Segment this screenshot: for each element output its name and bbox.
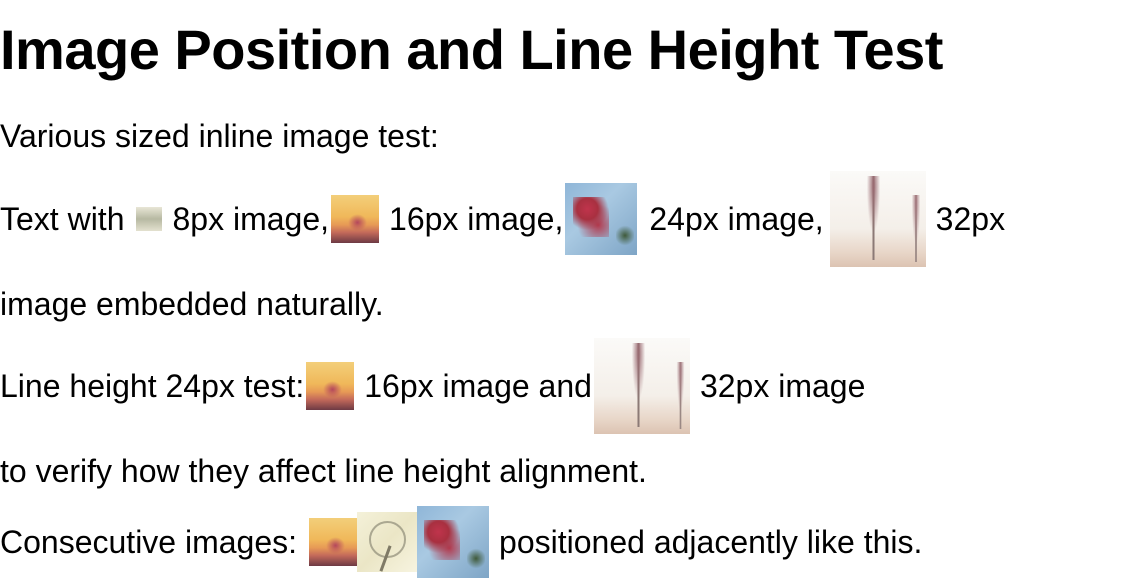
intro-text: Various sized inline image test: <box>0 117 439 154</box>
paragraph2-line1: Line height 24px test: 16px image and 32… <box>0 338 865 434</box>
p1-embedded-text: image embedded naturally. <box>0 285 384 322</box>
p1-8px-label: 8px image, <box>172 200 330 237</box>
palm-trees-image <box>829 171 926 267</box>
sunset-tree-image <box>306 362 355 410</box>
flower-sketch-image <box>357 512 418 572</box>
p2-line-height-label: Line height 24px test: <box>0 367 305 404</box>
p1-16px-label: 16px image, <box>389 200 564 237</box>
sunset-tree-image <box>331 195 380 243</box>
palm-trees-image <box>593 338 690 434</box>
p2-16px-label: 16px image and <box>364 367 592 404</box>
p2-32px-label: 32px image <box>699 367 866 404</box>
p1-24px-label: 24px image, <box>649 200 824 237</box>
paragraph3-line1: Consecutive images: positioned adjacentl… <box>0 506 922 578</box>
p2-verify-text: to verify how they affect line height al… <box>0 452 647 489</box>
red-flowers-sky-image <box>417 506 490 578</box>
p3-consecutive-label: Consecutive images: <box>0 523 298 560</box>
paragraph1-line1: Text with 8px image, 16px image, 24px im… <box>0 171 1005 267</box>
red-flowers-sky-image <box>565 183 638 255</box>
paragraph2-line2: to verify how they affect line height al… <box>0 451 647 491</box>
sunset-tree-image <box>309 518 358 566</box>
grey-gradient-image <box>136 207 163 231</box>
intro-line: Various sized inline image test: <box>0 116 439 156</box>
page-title: Image Position and Line Height Test <box>0 18 943 81</box>
p3-positioned-text: positioned adjacently like this. <box>499 523 923 560</box>
paragraph1-line2: image embedded naturally. <box>0 284 384 324</box>
p1-32px-label: 32px <box>935 200 1006 237</box>
p1-text-with: Text with <box>0 200 125 237</box>
